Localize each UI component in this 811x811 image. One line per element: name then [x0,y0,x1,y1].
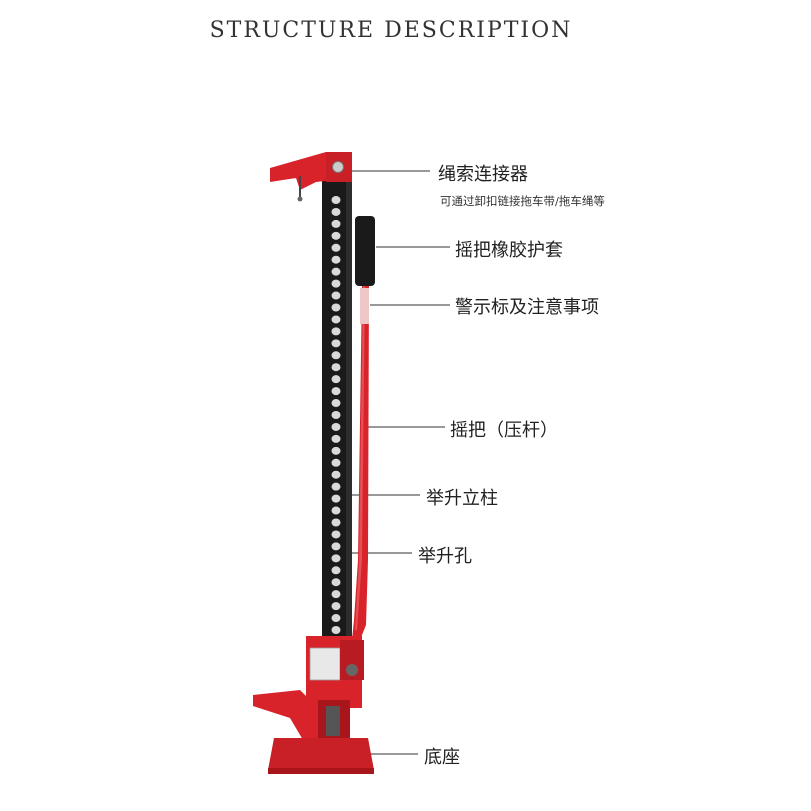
rope-connector-shape [270,152,352,202]
lifting-hole [331,231,341,240]
lifting-hole [331,602,341,611]
lifting-hole [331,327,341,336]
lifting-hole [331,458,341,467]
lifting-hole [331,482,341,491]
base-mechanism-shape [253,636,374,774]
lifting-hole [331,375,341,384]
lifting-hole [331,411,341,419]
label-lifting-column: 举升立柱 [426,488,498,509]
lifting-hole [331,554,341,563]
lifting-hole [331,626,341,634]
lifting-holes-group [331,196,341,634]
label-handle-lever: 摇把（压杆） [450,420,558,441]
lifting-hole [331,530,341,539]
lifting-hole [331,566,341,575]
lifting-hole [331,291,341,300]
lifting-hole [331,243,341,252]
handle-lever-shape [352,285,369,640]
leader-lines [335,170,450,755]
label-lifting-holes: 举升孔 [418,546,472,567]
lifting-hole [331,255,341,264]
lifting-hole [331,303,341,312]
lifting-hole [331,363,341,372]
lifting-hole [331,219,341,228]
lifting-hole [331,387,341,396]
warning-sticker-shape [360,288,369,324]
lifting-hole [331,339,341,348]
lifting-hole [331,590,341,599]
lifting-hole [331,494,341,503]
lifting-hole [331,279,341,288]
note-rope-connector: 可通过卸扣链接拖车带/拖车绳等 [440,194,605,208]
label-handle-rubber-sleeve: 摇把橡胶护套 [455,240,563,261]
lifting-hole [331,351,341,360]
lifting-hole [331,614,341,623]
lifting-hole [331,422,341,431]
lifting-hole [331,267,341,276]
lifting-hole [331,542,341,551]
label-rope-connector: 绳索连接器 [438,164,528,185]
label-base: 底座 [424,747,460,768]
lifting-hole [331,207,341,216]
lifting-hole [331,446,341,455]
page-title: STRUCTURE DESCRIPTION [209,18,573,43]
lifting-hole [331,434,341,443]
lifting-hole [331,518,341,527]
lifting-hole [331,578,341,587]
lifting-hole [331,470,341,479]
rubber-sleeve-shape [355,216,375,286]
lifting-hole [331,196,341,204]
lifting-hole [331,506,341,515]
lifting-hole [331,315,341,324]
lifting-hole [331,399,341,408]
label-warning-label: 警示标及注意事项 [455,297,599,318]
